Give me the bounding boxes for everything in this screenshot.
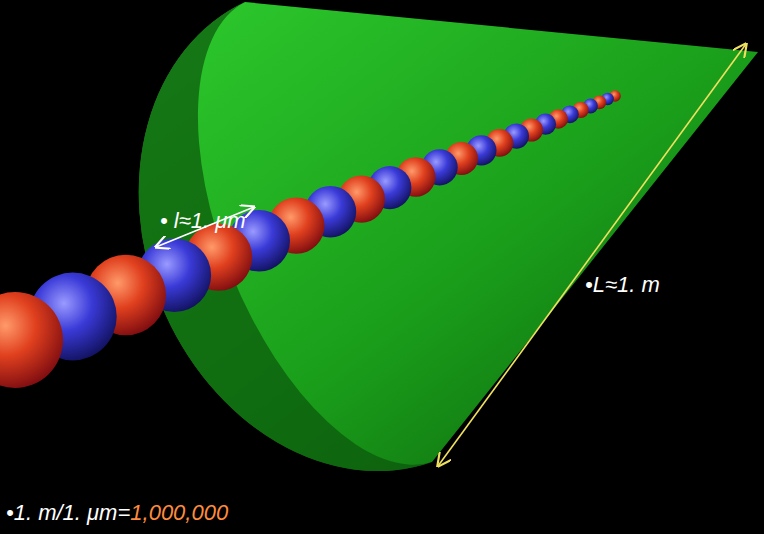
- dimension-label: • l≈1. μm: [160, 208, 246, 233]
- cone-length-arrow: [438, 44, 746, 466]
- ratio-value: 1,000,000: [130, 500, 228, 525]
- dimension-label: •L≈1. m: [585, 272, 660, 297]
- bead-length-arrow: [156, 207, 254, 247]
- cone: [139, 2, 758, 471]
- cone-opening: [139, 2, 432, 471]
- ratio-label: •1. m/1. μm=: [6, 500, 130, 525]
